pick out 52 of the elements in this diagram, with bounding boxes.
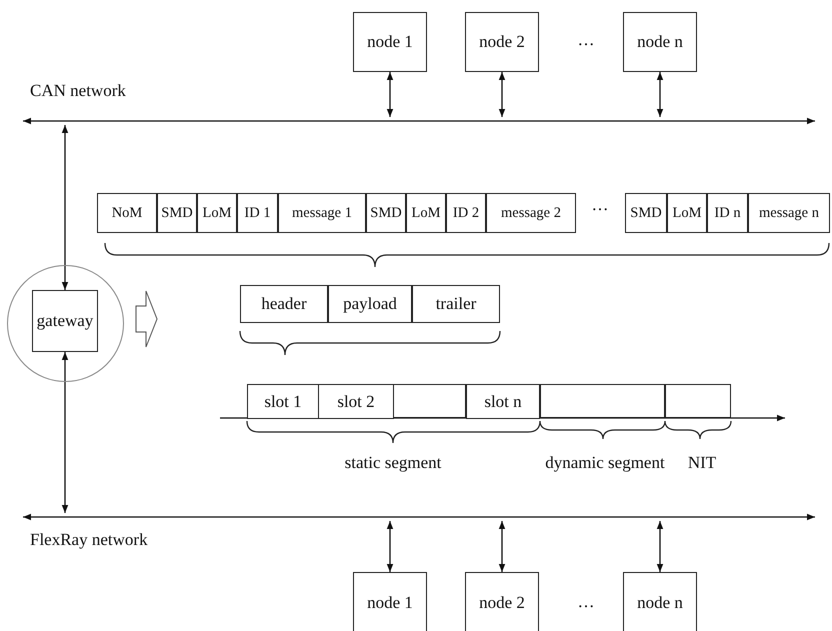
frame-field: NoM	[97, 193, 157, 233]
frame-field: message n	[748, 193, 830, 233]
node-box	[353, 12, 427, 72]
frame-field: message 1	[278, 193, 366, 233]
node-label: node 1	[367, 593, 413, 613]
segment-label: NIT	[686, 452, 718, 474]
node-label: node 2	[479, 593, 525, 613]
node-label: node n	[637, 593, 683, 613]
segment-label: dynamic segment	[544, 452, 666, 474]
frame-field: SMD	[157, 193, 197, 233]
network-label: CAN network	[30, 80, 127, 102]
frame-field: trailer	[412, 285, 500, 323]
frame-field: ID 2	[446, 193, 486, 233]
node-label: node 2	[479, 32, 525, 52]
network-bus	[22, 513, 816, 521]
node-box	[465, 572, 539, 631]
frame-field: ID n	[707, 193, 748, 233]
ellipsis: …	[576, 29, 596, 51]
node-label: gateway	[36, 311, 94, 331]
frame-field: LoM	[667, 193, 707, 233]
arrow	[498, 72, 506, 117]
arrow	[498, 521, 506, 572]
frame-field: slot n	[466, 384, 540, 419]
ellipsis: …	[590, 194, 610, 216]
gateway-box	[32, 290, 98, 352]
frame-field: LoM	[197, 193, 237, 233]
frame-field: LoM	[406, 193, 446, 233]
node-label: node 1	[367, 32, 413, 52]
frame-field: slot 1	[247, 384, 319, 419]
arrow	[386, 521, 394, 572]
segment-label: static segment	[344, 452, 442, 474]
arrow	[386, 72, 394, 117]
node-box	[465, 12, 539, 72]
node-box	[353, 572, 427, 631]
node-box	[623, 572, 697, 631]
network-bus	[22, 117, 816, 125]
frame-field: header	[240, 285, 328, 323]
node-box	[623, 12, 697, 72]
frame-field: SMD	[366, 193, 406, 233]
network-label: FlexRay network	[30, 529, 149, 551]
arrow	[62, 125, 68, 290]
node-label: node n	[637, 32, 683, 52]
gateway-circle	[7, 265, 124, 382]
ellipsis: …	[576, 591, 596, 613]
frame-field: payload	[328, 285, 412, 323]
frame-field: message 2	[486, 193, 576, 233]
arrow	[656, 521, 664, 572]
frame-field: SMD	[625, 193, 667, 233]
frame-field: ID 1	[237, 193, 278, 233]
frame-field: slot 2	[318, 384, 394, 419]
arrow	[62, 352, 68, 513]
arrow	[656, 72, 664, 117]
